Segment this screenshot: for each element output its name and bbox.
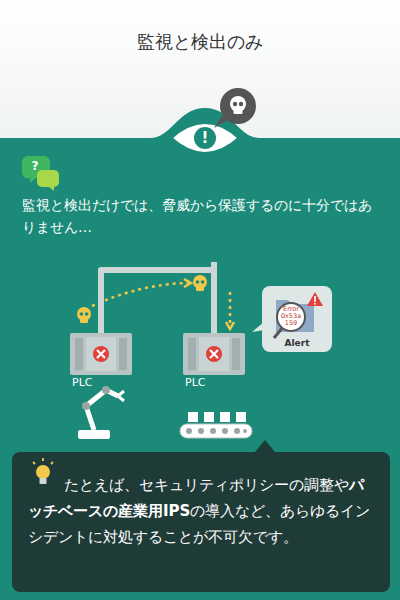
- conveyor-item: [204, 412, 214, 422]
- header-ground: [0, 0, 400, 160]
- error-code: 159: [277, 320, 305, 327]
- robot-base: [78, 430, 110, 439]
- robot-joint: [102, 386, 110, 394]
- robot-joint: [82, 402, 90, 410]
- attack-head: [226, 322, 234, 329]
- threat-skull: [77, 307, 91, 323]
- conveyor-item: [236, 412, 246, 422]
- threat-skull: [193, 275, 207, 291]
- skull-bubble: [220, 88, 256, 124]
- error-code: Error: [277, 306, 305, 313]
- skull-icon: [230, 96, 246, 114]
- conveyor-item: [220, 412, 230, 422]
- plc-label: PLC: [72, 377, 92, 389]
- title: 監視と検出のみ: [0, 30, 400, 54]
- icon-glyph: ?: [26, 159, 44, 173]
- attack-path: [92, 283, 188, 306]
- eye-icon: [170, 122, 240, 154]
- conveyor-rollers: [186, 428, 247, 434]
- eye-pupil: [194, 127, 216, 149]
- conveyor-belt: [180, 424, 252, 438]
- conveyor-item: [188, 412, 198, 422]
- pipe-connector: [101, 270, 214, 333]
- tip-text: たとえば、セキュリティポリシーの調整やパッチベースの産業用IPSの導入など、あら…: [28, 472, 374, 550]
- icon-glyph: !: [195, 129, 215, 147]
- tip-notch: [255, 440, 275, 452]
- tip-sentence: たとえば、セキュリティポリシーの調整や: [64, 476, 349, 494]
- alert-bubble: Error0x53a159Alert: [262, 286, 332, 352]
- robot-gripper: [118, 391, 124, 401]
- plc-label: PLC: [185, 377, 205, 389]
- robot-arm: [86, 390, 118, 430]
- teal-ground: [0, 108, 400, 600]
- attack-path: [229, 292, 232, 326]
- pipe-stub: [211, 262, 217, 270]
- plc-box: PLC: [183, 333, 245, 391]
- tip-box: たとえば、セキュリティポリシーの調整やパッチベースの産業用IPSの導入など、あら…: [12, 452, 390, 592]
- attack-head: [184, 279, 191, 287]
- alert-label: Alert: [262, 338, 332, 349]
- intro-text: 監視と検出だけでは、脅威から保護するのに十分ではありません…: [22, 194, 382, 238]
- plc-box: PLC: [70, 333, 132, 391]
- answer-bubble: [37, 170, 59, 191]
- error-code: 0x53a: [277, 313, 305, 320]
